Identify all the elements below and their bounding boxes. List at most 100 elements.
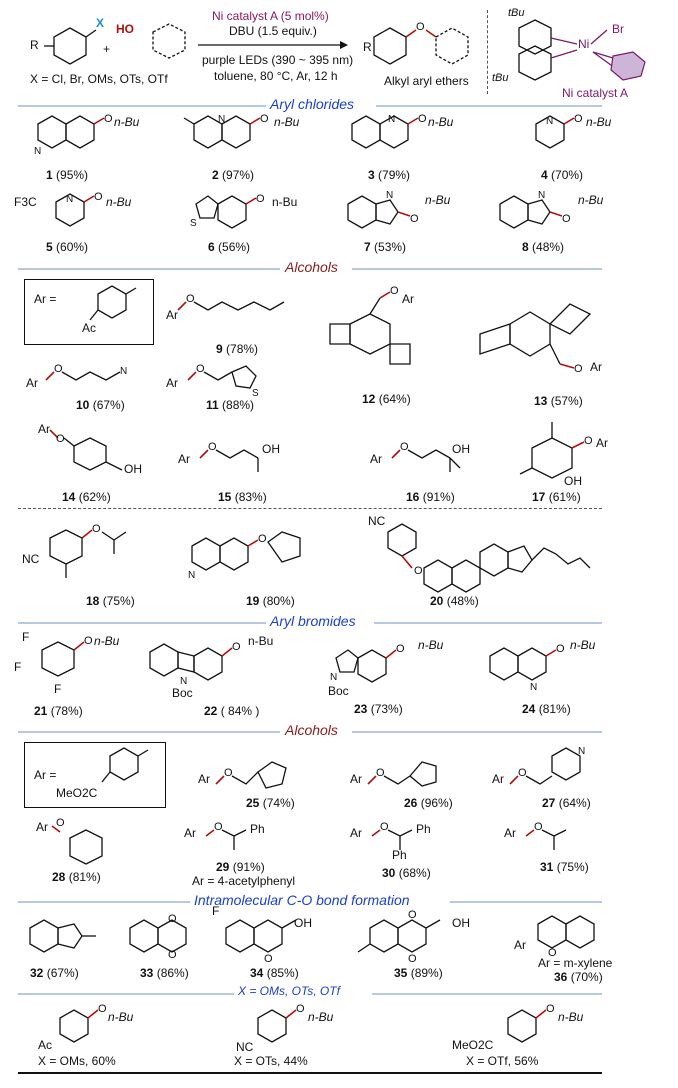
nbu-3: n-Bu — [428, 115, 454, 129]
svg-text:S: S — [252, 388, 259, 399]
dashed-separator — [18, 508, 602, 509]
label-10: 10 (67%) — [76, 398, 125, 412]
nbu-5: n-Bu — [106, 195, 132, 209]
ar-10: Ar — [26, 376, 38, 390]
x-scope: X = Cl, Br, OMs, OTs, OTf — [30, 72, 168, 86]
meo2c-otf: MeO2C — [452, 1038, 494, 1052]
ac-oms: Ac — [38, 1038, 53, 1052]
oh-15: OH — [262, 442, 280, 456]
oh-16: OH — [452, 442, 470, 456]
f-21b: F — [14, 660, 22, 674]
structure-8: O N — [499, 190, 571, 229]
label-25: 25 (74%) — [246, 796, 295, 810]
label-23: 23 (73%) — [354, 702, 403, 716]
ar-eq-1: Ar = — [34, 292, 57, 306]
svg-text:O: O — [260, 113, 269, 125]
ar-definition-box-1 — [24, 279, 154, 345]
section-title: Alcohols — [285, 722, 338, 738]
structure-1: O N — [34, 113, 113, 157]
ph-30a: Ph — [416, 822, 431, 836]
ar-29-note: Ar = 4-acetylphenyl — [192, 874, 296, 888]
structure-32 — [29, 919, 96, 953]
section-title: X = OMs, OTs, OTf — [238, 984, 340, 998]
nbu-otf: n-Bu — [558, 1010, 584, 1024]
svg-text:O: O — [92, 523, 101, 535]
label-29: 29 (91%) — [216, 860, 265, 874]
label-22: 22 ( 84% ) — [204, 704, 260, 718]
svg-text:O: O — [224, 767, 233, 779]
svg-text:N: N — [34, 146, 41, 157]
structure-14: O — [49, 429, 123, 471]
svg-text:O: O — [562, 213, 571, 225]
nbu-22: n-Bu — [248, 634, 274, 648]
nbu-6: n-Bu — [272, 195, 298, 209]
structure-2: O N — [183, 113, 269, 149]
reagent-X: X — [96, 16, 105, 30]
label-11: 11 (88%) — [206, 398, 255, 412]
nc-18: NC — [22, 552, 40, 566]
structure-30: O — [371, 821, 413, 850]
section-aryl-chlorides: Aryl chlorides — [0, 96, 678, 114]
nbu-7: n-Bu — [425, 193, 451, 207]
label-15: 15 (83%) — [218, 490, 267, 504]
svg-text:O: O — [584, 435, 593, 447]
f-34: F — [212, 904, 220, 918]
structure-oms: O — [59, 1003, 107, 1043]
label-26: 26 (96%) — [404, 796, 453, 810]
ar-eq-2: Ar = — [34, 768, 57, 782]
label-30: 30 (68%) — [382, 866, 431, 880]
oh-35: OH — [452, 916, 470, 930]
nbu-23: n-Bu — [418, 638, 444, 652]
svg-text:O: O — [196, 363, 205, 375]
ar-12: Ar — [402, 292, 414, 306]
structure-31: O — [525, 821, 567, 850]
aryl-halide-structure — [44, 27, 97, 65]
label-1: 1 (95%) — [46, 168, 89, 182]
label-14: 14 (62%) — [62, 490, 111, 504]
condition-base: DBU (1.5 equiv.) — [229, 24, 317, 38]
ar-16: Ar — [370, 452, 382, 466]
svg-text:N: N — [66, 194, 73, 205]
svg-text:O: O — [574, 363, 583, 375]
bottom-rule — [18, 1072, 602, 1074]
structure-27: O N — [509, 746, 585, 785]
svg-text:O: O — [396, 643, 405, 655]
svg-text:O: O — [186, 293, 195, 305]
ar-13: Ar — [590, 360, 602, 374]
label-36: 36 (70%) — [554, 970, 603, 984]
structure-9: O — [177, 293, 285, 311]
f-21a: F — [22, 630, 30, 644]
svg-text:O: O — [518, 767, 527, 779]
ac-label: Ac — [82, 321, 97, 335]
nc-ots: NC — [236, 1040, 254, 1054]
svg-text:O: O — [556, 643, 565, 655]
svg-text:O: O — [380, 821, 389, 833]
svg-text:N: N — [578, 746, 585, 757]
svg-text:S: S — [190, 218, 197, 229]
svg-text:N: N — [546, 116, 553, 127]
label-3: 3 (79%) — [368, 168, 411, 182]
structure-25: O — [215, 761, 287, 789]
label-21: 21 (78%) — [34, 704, 83, 718]
section-alcohols-1: Alcohols — [0, 259, 678, 277]
structure-6: O S — [190, 193, 265, 229]
section-intramolecular: Intramolecular C-O bond formation — [0, 892, 678, 910]
ar-26: Ar — [350, 772, 362, 786]
section-title: Aryl bromides — [270, 613, 356, 629]
svg-text:N: N — [386, 190, 393, 201]
svg-text:N: N — [120, 366, 127, 377]
nbu-4: n-Bu — [586, 115, 612, 129]
svg-text:N: N — [530, 682, 537, 693]
catalyst-tBu-bottom: tBu — [492, 72, 509, 84]
svg-text:O: O — [574, 113, 583, 125]
catalyst-label: Ni catalyst A — [562, 86, 629, 100]
svg-text:N: N — [330, 672, 337, 683]
svg-text:N: N — [538, 190, 545, 201]
structure-18: O — [49, 523, 127, 578]
label-13: 13 (57%) — [534, 394, 583, 408]
svg-text:O: O — [56, 433, 65, 445]
structure-36: O — [537, 915, 595, 959]
label-5: 5 (60%) — [46, 240, 89, 254]
structure-5: O N — [55, 191, 103, 227]
label-19: 19 (80%) — [246, 594, 295, 608]
